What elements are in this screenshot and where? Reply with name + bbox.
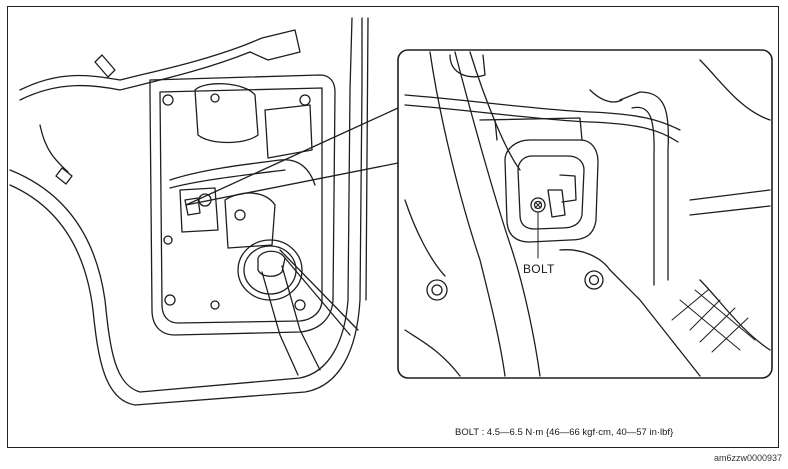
lower-center-bolt bbox=[584, 270, 604, 290]
detail-view bbox=[397, 49, 773, 379]
lock-bolt bbox=[530, 197, 546, 213]
lower-left-bolt bbox=[426, 279, 448, 301]
figure-frame bbox=[7, 6, 779, 448]
callout-leader-lines bbox=[185, 107, 399, 206]
door-panel-overview bbox=[9, 17, 369, 406]
figure-id: am6zzw0000937 bbox=[713, 453, 782, 463]
torque-specification: BOLT : 4.5—6.5 N·m {46—66 kgf·cm, 40—57 … bbox=[455, 427, 674, 438]
bolt-callout-label: BOLT bbox=[523, 262, 555, 276]
